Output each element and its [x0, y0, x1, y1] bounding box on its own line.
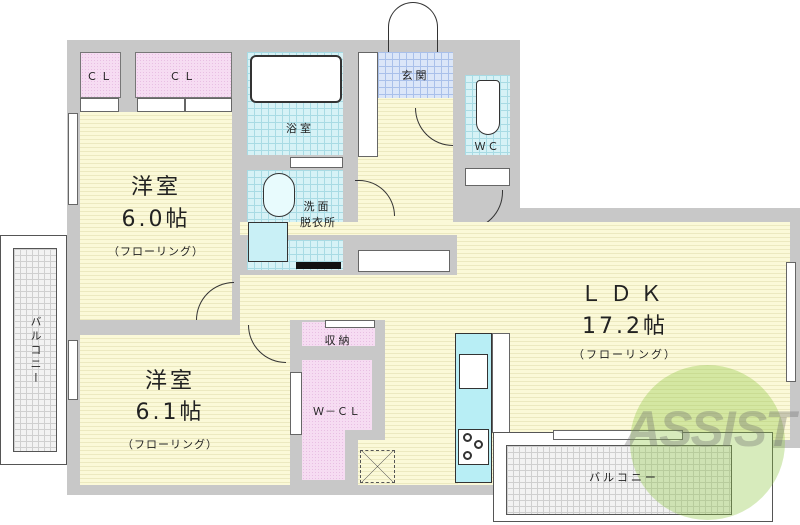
closet-door-2[interactable] [137, 98, 185, 112]
ldk-size: 17.2帖 [582, 314, 668, 339]
walk-in-closet-label: Ｗ－ＣＬ [313, 405, 361, 418]
balcony-right-label: バルコニー [589, 471, 659, 484]
front-door[interactable] [388, 2, 438, 52]
shoe-cabinet [358, 52, 378, 157]
western-room-1 [80, 112, 232, 320]
western-room-2-name: 洋室 [144, 369, 195, 394]
closet-door-1[interactable] [80, 98, 119, 112]
balcony-left-label: バルコニー [29, 316, 42, 386]
western-room-1-floor: （フローリング） [108, 245, 204, 258]
western-room-1-size: 6.0帖 [121, 207, 191, 232]
western-room-2 [80, 335, 290, 485]
storage-hall-2 [358, 250, 450, 272]
toilet-icon [476, 80, 500, 135]
entrance-label: 玄関 [401, 69, 430, 82]
storage-label: 収納 [324, 334, 353, 347]
closet-2 [135, 52, 232, 98]
bath-label: 浴室 [286, 122, 314, 135]
burner-icon [463, 451, 472, 460]
bath-door[interactable] [290, 157, 343, 168]
room2-top-wall [67, 320, 237, 335]
ldk-floor: （フローリング） [573, 348, 677, 361]
western-room-2-floor: （フローリング） [122, 438, 218, 451]
burner-icon [463, 433, 472, 442]
sink-icon [459, 354, 488, 389]
hall-closet [465, 168, 510, 186]
western-room-2-size: 6.1帖 [135, 400, 205, 425]
assist-logo-text: ASSIST [625, 401, 796, 457]
washroom-label-1: 洗面 [303, 200, 332, 213]
washbasin [263, 173, 295, 217]
burner-icon [474, 440, 483, 449]
ldk-upper [452, 222, 512, 242]
balcony-right: バルコニー [493, 432, 773, 522]
closet-door-3[interactable] [185, 98, 232, 112]
balcony-left: バルコニー [0, 235, 67, 465]
pipe-space [360, 450, 395, 483]
bathtub [250, 55, 342, 103]
toilet-label: ＷＣ [474, 140, 501, 153]
washroom-shelf-2 [296, 262, 341, 269]
closet-1 [80, 52, 121, 98]
wcl-door[interactable] [290, 372, 302, 435]
stove-icon [458, 429, 489, 465]
window-west-1[interactable] [68, 113, 78, 205]
window-east[interactable] [786, 262, 796, 382]
entrance [378, 52, 453, 98]
washroom-label-2: 脱衣所 [300, 216, 336, 229]
window-west-2[interactable] [68, 340, 78, 400]
storage-door[interactable] [325, 320, 375, 328]
kitchen-back-panel [492, 333, 510, 433]
walk-in-closet-ext [302, 360, 372, 430]
closet-2-label: ＣＬ [169, 70, 198, 83]
closet-1-label: ＣＬ [86, 70, 115, 83]
washing-machine-pan-2 [248, 222, 288, 262]
western-room-1-name: 洋室 [130, 175, 181, 200]
assist-logo-watermark [630, 365, 785, 520]
ldk-name: ＬＤＫ [579, 282, 670, 307]
window-balcony[interactable] [553, 430, 683, 440]
